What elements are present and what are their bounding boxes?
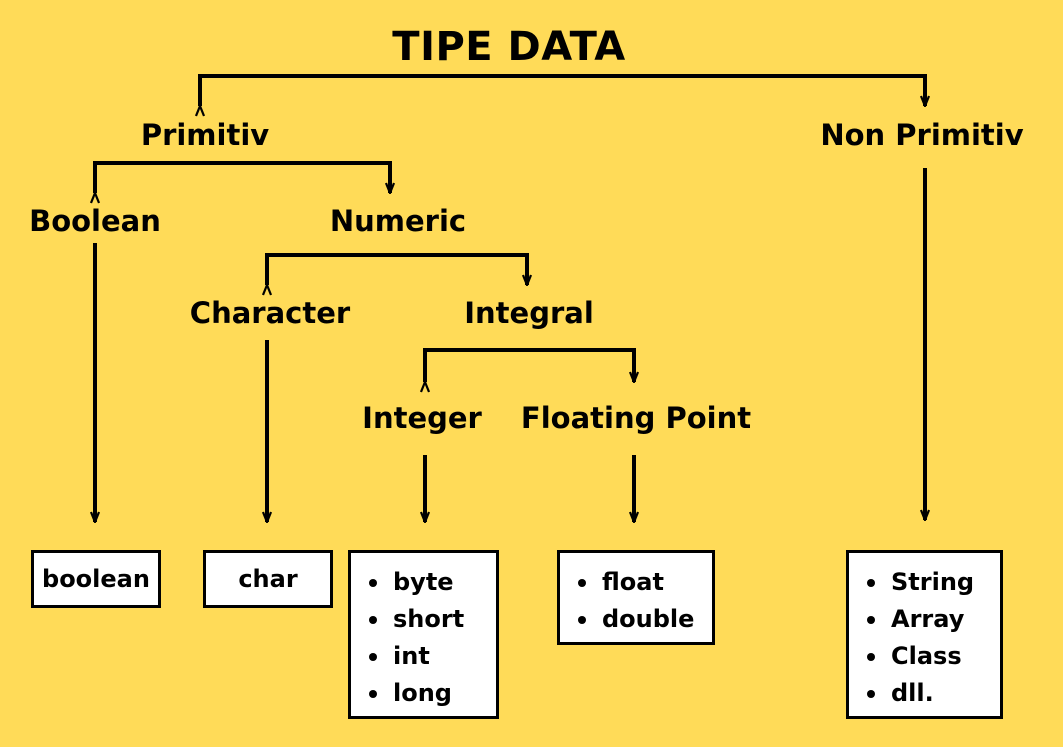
list-item-string: String [867, 564, 1000, 601]
list-item-long: long [369, 675, 496, 712]
list-item-int: int [369, 638, 496, 675]
list-item-short: short [369, 601, 496, 638]
list-item-class: Class [867, 638, 1000, 675]
integer-type-list: byte short int long [351, 564, 496, 712]
leaf-boolean-text: boolean [42, 565, 150, 593]
node-boolean: Boolean [29, 204, 161, 238]
node-numeric: Numeric [329, 204, 467, 238]
list-item-array: Array [867, 601, 1000, 638]
list-item-byte: byte [369, 564, 496, 601]
floating-type-list: float double [560, 564, 712, 638]
diagram-title: TIPE DATA [392, 24, 626, 70]
connector-integral-children [425, 348, 634, 382]
node-floating-point: Floating Point [520, 401, 752, 435]
list-item-float: float [578, 564, 712, 601]
leaf-box-boolean: boolean [31, 550, 161, 608]
leaf-box-integer-types: byte short int long [348, 550, 499, 719]
leaf-char-text: char [238, 565, 298, 593]
node-character: Character [189, 296, 351, 330]
list-item-dll: dll. [867, 675, 1000, 712]
connector-root-primitiv [200, 74, 925, 106]
node-primitiv: Primitiv [140, 118, 270, 152]
leaf-box-non-primitive-types: String Array Class dll. [846, 550, 1003, 719]
list-item-double: double [578, 601, 712, 638]
non-primitive-type-list: String Array Class dll. [849, 564, 1000, 712]
connector-primitiv-children [95, 161, 390, 193]
node-integer: Integer [362, 401, 482, 435]
leaf-box-floating-types: float double [557, 550, 715, 645]
node-non-primitiv: Non Primitiv [820, 118, 1024, 152]
leaf-box-char: char [203, 550, 333, 608]
connector-numeric-children [267, 253, 527, 285]
node-integral: Integral [464, 296, 594, 330]
